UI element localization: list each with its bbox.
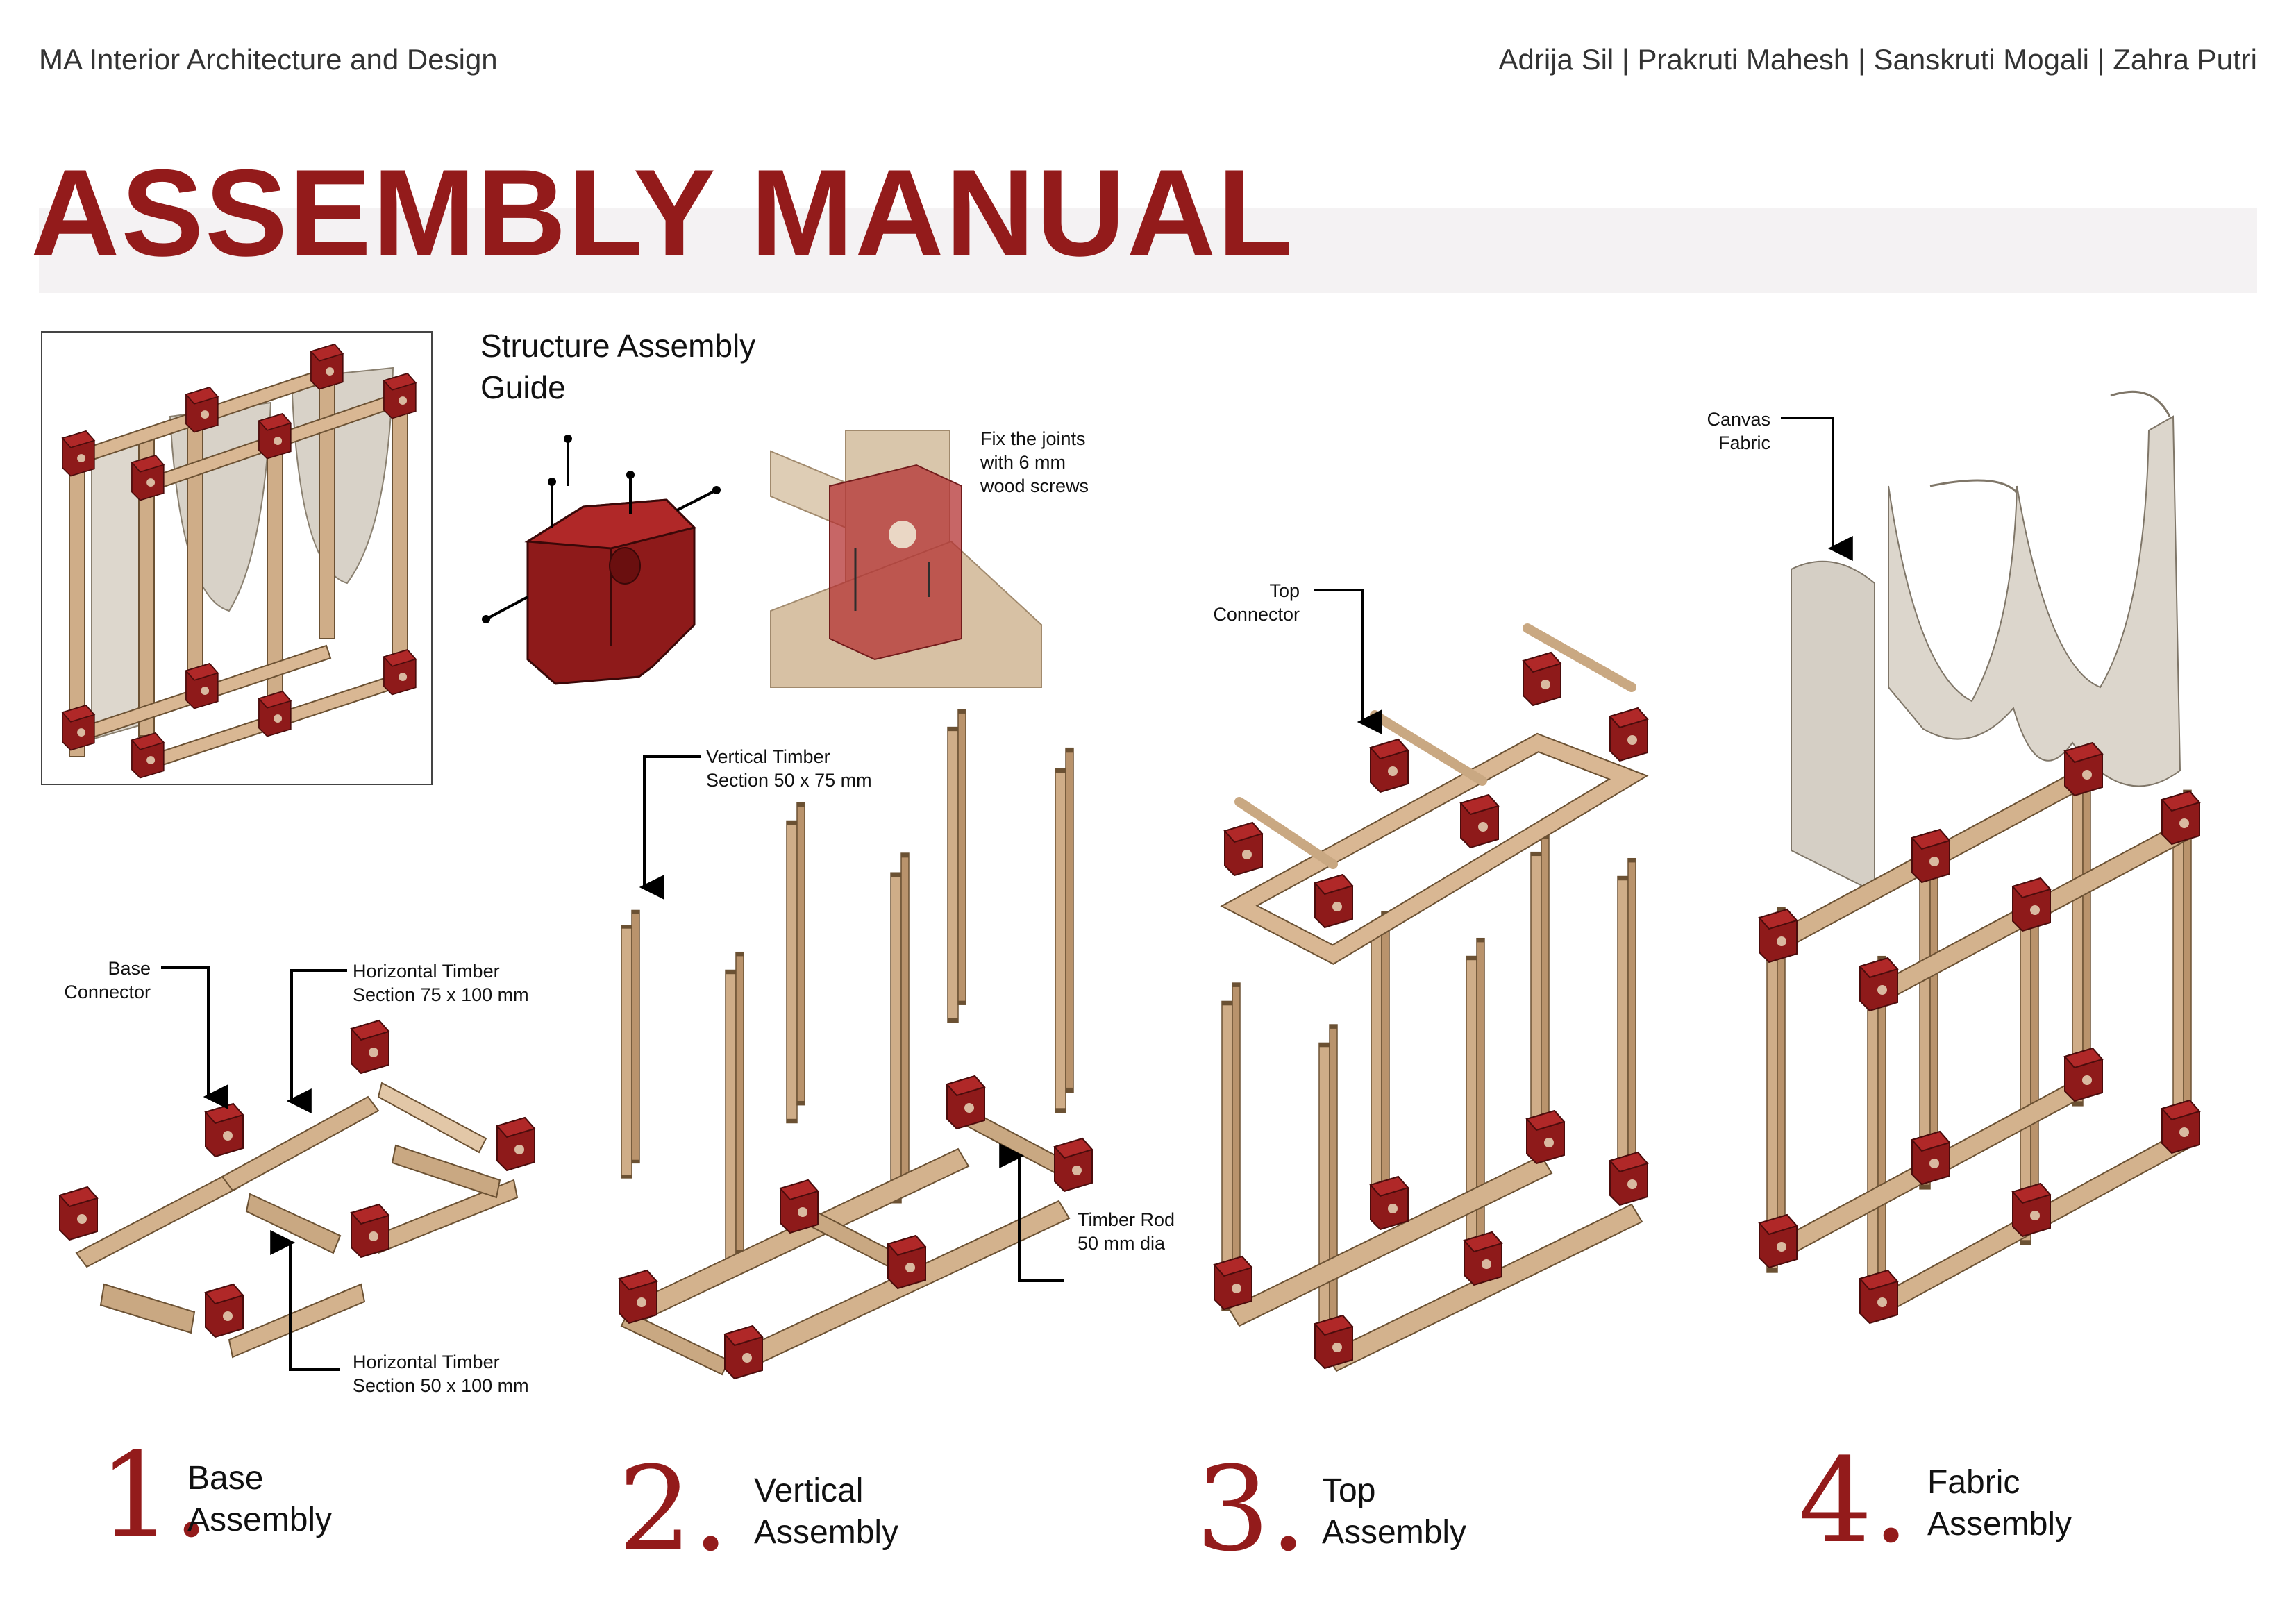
label-timber-rod: Timber Rod 50 mm dia bbox=[1078, 1209, 1175, 1254]
step1-number: 1. bbox=[99, 1427, 210, 1563]
step3-number: 3. bbox=[1196, 1441, 1307, 1577]
label-vertical-timber: Vertical Timber Section 50 x 75 mm bbox=[706, 746, 872, 791]
title-band bbox=[39, 208, 2257, 293]
step3-top-illustration bbox=[1214, 589, 1649, 1372]
step1-base-illustration bbox=[59, 966, 535, 1371]
screw-note: Fix the joints with 6 mm wood screws bbox=[980, 428, 1089, 496]
label-horizontal-timber-50: Horizontal Timber Section 50 x 100 mm bbox=[353, 1352, 529, 1396]
label-top-connector: Top Connector bbox=[1213, 580, 1300, 625]
reference-thumbnail bbox=[41, 331, 433, 785]
step4-number: 4. bbox=[1798, 1433, 1910, 1569]
program-name: MA Interior Architecture and Design bbox=[39, 43, 498, 76]
step4-caption: Fabric Assembly bbox=[1927, 1464, 2072, 1542]
authors: Adrija Sil | Prakruti Mahesh | Sanskruti… bbox=[1498, 43, 2257, 76]
step3-caption: Top Assembly bbox=[1322, 1472, 1467, 1551]
connector-detail bbox=[482, 435, 721, 685]
label-horizontal-timber-75: Horizontal Timber Section 75 x 100 mm bbox=[353, 961, 529, 1005]
page-title: ASSEMBLY MANUAL bbox=[31, 144, 1295, 282]
step1-caption: Base Assembly bbox=[187, 1460, 333, 1538]
joint-section-detail bbox=[770, 430, 1042, 688]
step2-caption: Vertical Assembly bbox=[754, 1472, 899, 1551]
step2-number: 2. bbox=[618, 1441, 730, 1577]
step2-vertical-illustration bbox=[619, 712, 1093, 1379]
step4-fabric-illustration bbox=[1759, 390, 2200, 1324]
label-base-connector: Base Connector bbox=[64, 958, 151, 1002]
guide-title: Structure Assembly Guide bbox=[480, 328, 756, 405]
label-canvas-fabric: Canvas Fabric bbox=[1707, 409, 1770, 453]
